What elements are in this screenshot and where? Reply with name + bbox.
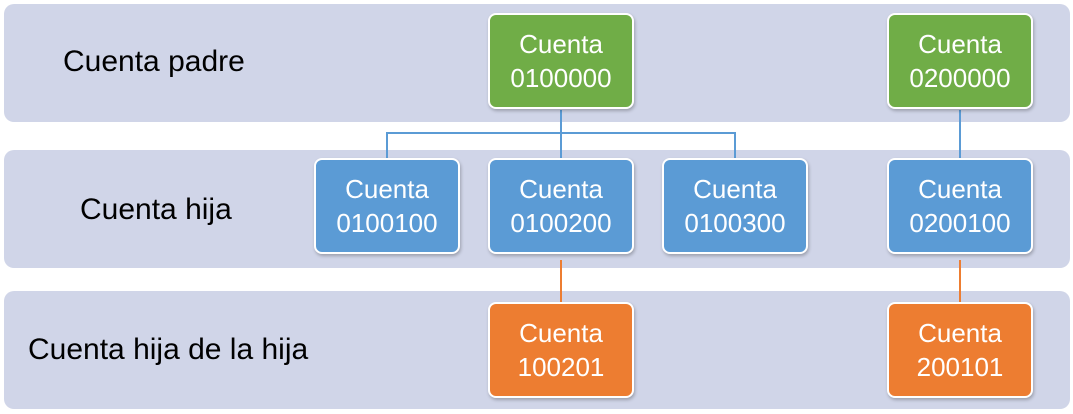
node-code: 0200100	[909, 208, 1011, 238]
node-code: 0100000	[510, 63, 612, 93]
node-code: 0100100	[336, 208, 438, 238]
node-label: Cuenta	[918, 318, 1002, 348]
node-label: Cuenta	[519, 29, 603, 59]
node-label: Cuenta	[519, 318, 603, 348]
account-node-0200000: Cuenta 0200000	[887, 13, 1033, 109]
node-code: 0200000	[909, 63, 1011, 93]
node-label: Cuenta	[519, 174, 603, 204]
node-label: Cuenta	[693, 174, 777, 204]
account-node-200101: Cuenta 200101	[887, 302, 1033, 398]
account-node-0100000: Cuenta 0100000	[488, 13, 634, 109]
level-label-grandchild: Cuenta hija de la hija	[28, 333, 309, 366]
account-node-0100200: Cuenta 0100200	[488, 158, 634, 254]
node-label: Cuenta	[918, 174, 1002, 204]
node-code: 0100200	[510, 208, 612, 238]
level-label-parent: Cuenta padre	[63, 45, 245, 78]
account-node-0200100: Cuenta 0200100	[887, 158, 1033, 254]
account-node-0100100: Cuenta 0100100	[314, 158, 460, 254]
account-node-0100300: Cuenta 0100300	[662, 158, 808, 254]
node-label: Cuenta	[345, 174, 429, 204]
node-code: 0100300	[684, 208, 786, 238]
node-code: 200101	[916, 352, 1004, 382]
node-code: 100201	[517, 352, 605, 382]
account-node-100201: Cuenta 100201	[488, 302, 634, 398]
node-label: Cuenta	[918, 29, 1002, 59]
level-label-child: Cuenta hija	[80, 193, 232, 226]
